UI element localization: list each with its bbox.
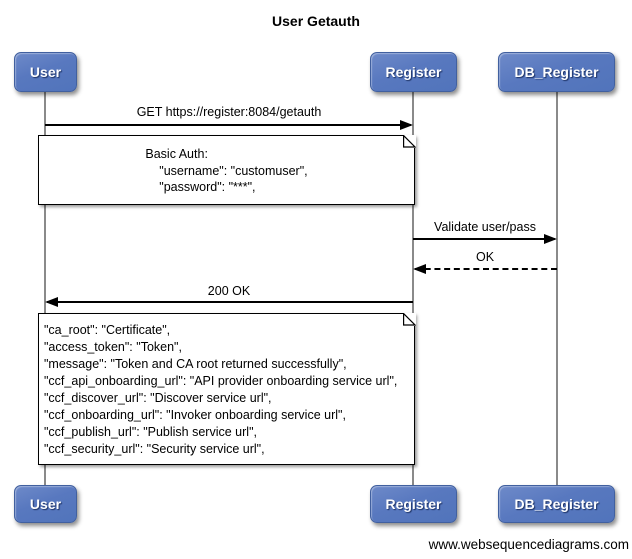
actor-box-register-top: Register — [370, 52, 457, 92]
diagram-title: User Getauth — [272, 13, 360, 29]
note-line: "ca_root": "Certificate", — [44, 323, 171, 337]
lifeline-user — [44, 92, 46, 485]
note-line: "ccf_discover_url": "Discover service ur… — [44, 391, 272, 405]
note-line: "ccf_security_url": "Security service ur… — [44, 442, 265, 456]
message-label-200-ok: 200 OK — [207, 284, 251, 298]
actor-box-register-bottom: Register — [370, 485, 457, 523]
message-label-validate: Validate user/pass — [434, 220, 536, 234]
message-label-ok: OK — [475, 250, 495, 264]
actor-box-db-register-bottom: DB_Register — [498, 485, 615, 523]
arrowhead-left-icon — [45, 297, 58, 307]
message-line-get-getauth — [45, 124, 411, 126]
actor-box-user-top: User — [14, 52, 77, 92]
lifeline-db-register — [556, 92, 558, 485]
message-line-validate — [413, 238, 555, 240]
message-line-200-ok — [47, 301, 413, 303]
note-fold-corner-icon — [402, 134, 416, 148]
note-fold-corner-icon — [402, 312, 416, 326]
actor-box-user-bottom: User — [14, 485, 77, 523]
actor-box-db-register-top: DB_Register — [498, 52, 615, 92]
note-line: "access_token": "Token", — [44, 340, 182, 354]
note-line: "ccf_onboarding_url": "Invoker onboardin… — [44, 408, 346, 422]
lifeline-register — [412, 92, 414, 485]
message-label-get-getauth: GET https://register:8084/getauth — [136, 105, 322, 119]
arrowhead-right-icon — [544, 234, 557, 244]
note-line: "ccf_publish_url": "Publish service url"… — [44, 425, 257, 439]
note-line: "password": "***", — [145, 180, 256, 194]
websequencediagrams-watermark: www.websequencediagrams.com — [428, 537, 629, 552]
note-getauth-response: "ca_root": "Certificate", "access_token"… — [38, 312, 416, 465]
message-line-ok — [415, 268, 557, 270]
note-line: Basic Auth: — [145, 147, 208, 161]
note-line: "ccf_api_onboarding_url": "API provider … — [44, 374, 398, 388]
arrowhead-right-icon — [400, 120, 413, 130]
note-line: "username": "customuser", — [145, 163, 308, 178]
note-line: "message": "Token and CA root returned s… — [44, 357, 347, 371]
note-basic-auth: Basic Auth: "username": "customuser", "p… — [38, 134, 416, 205]
arrowhead-left-icon — [413, 264, 426, 274]
